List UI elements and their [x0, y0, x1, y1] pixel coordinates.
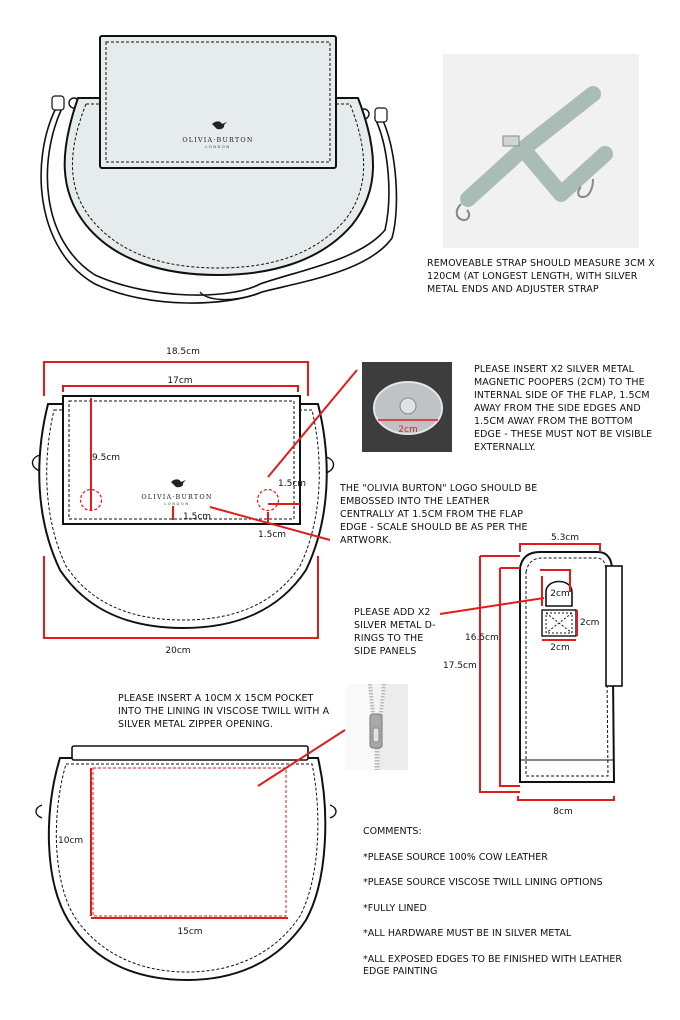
logo-city-text: LONDON — [205, 145, 230, 149]
side-view: 5.3cm 2cm 2cm 2cm 16.5cm 17.5cm 8cm — [439, 533, 623, 817]
strap-note: REMOVEABLE STRAP SHOULD MEASURE 3CM X 12… — [427, 258, 655, 295]
dim-flap-width: 17cm — [167, 376, 192, 386]
logo-brand-text-mid: OLIVIA·BURTON — [141, 493, 212, 501]
popper-photo: 2cm — [362, 362, 452, 452]
dim-side-bottom: 8cm — [553, 807, 572, 817]
hook-left-icon — [51, 95, 65, 111]
flap-mid — [62, 395, 301, 525]
popper-photo-label: 2cm — [398, 425, 417, 435]
logo-brand-text: OLIVIA·BURTON — [182, 136, 253, 144]
lining-view: 10cm 15cm — [35, 729, 346, 982]
strap-photo — [443, 54, 639, 248]
poppers-note: PLEASE INSERT X2 SILVER METAL MAGNETIC P… — [474, 364, 653, 453]
flap-top — [99, 35, 337, 169]
comment-item: *ALL EXPOSED EDGES TO BE FINISHED WITH L… — [363, 953, 622, 977]
d-ring-icon — [545, 580, 573, 607]
dim-overall-width: 18.5cm — [166, 347, 200, 357]
pocket-outline — [92, 767, 287, 917]
dim-side-outer-height: 17.5cm — [443, 661, 477, 671]
popper-left-marker — [79, 488, 103, 512]
dim-dring-bottom: 2cm — [550, 643, 569, 653]
dim-logo-offset: 1.5cm — [183, 512, 211, 522]
popper-right-marker — [256, 488, 280, 512]
hook-right-icon — [374, 107, 388, 123]
dim-bag-width: 20cm — [165, 646, 190, 656]
dim-pocket-width: 15cm — [177, 927, 202, 937]
pocket-note: PLEASE INSERT A 10CM X 15CM POCKET INTO … — [118, 693, 330, 730]
front-view-top: OLIVIA·BURTON LONDON — [40, 35, 398, 304]
dim-side-top: 5.3cm — [551, 533, 579, 543]
logo-note: THE "OLIVIA BURTON" LOGO SHOULD BE EMBOS… — [340, 483, 538, 546]
side-panel — [519, 551, 616, 783]
zipper-photo — [346, 684, 408, 770]
dim-dring-right: 2cm — [580, 618, 599, 628]
dim-dring-top: 2cm — [550, 589, 569, 599]
comments-block: COMMENTS: *PLEASE SOURCE 100% COW LEATHE… — [363, 826, 663, 991]
dim-popper-side: 1.5cm — [278, 479, 306, 489]
drings-note: PLEASE ADD X2 SILVER METAL D-RINGS TO TH… — [354, 607, 436, 657]
front-view-dimensions: OLIVIA·BURTON LONDON 18.5cm 17cm 9.5cm 1… — [31, 347, 358, 656]
dim-flap-height: 9.5cm — [92, 453, 120, 463]
bag-body-lining — [47, 757, 327, 982]
comments-title: COMMENTS: — [363, 826, 422, 837]
comment-item: *FULLY LINED — [363, 902, 427, 914]
comment-item: *PLEASE SOURCE VISCOSE TWILL LINING OPTI… — [363, 877, 603, 888]
comment-item: *PLEASE SOURCE 100% COW LEATHER — [363, 851, 548, 863]
comment-item: *ALL HARDWARE MUST BE IN SILVER METAL — [363, 928, 572, 939]
logo-city-text-mid: LONDON — [164, 502, 189, 506]
dim-pocket-height: 10cm — [58, 836, 83, 846]
dim-popper-bottom: 1.5cm — [258, 530, 286, 540]
dim-side-inner-height: 16.5cm — [465, 633, 499, 643]
